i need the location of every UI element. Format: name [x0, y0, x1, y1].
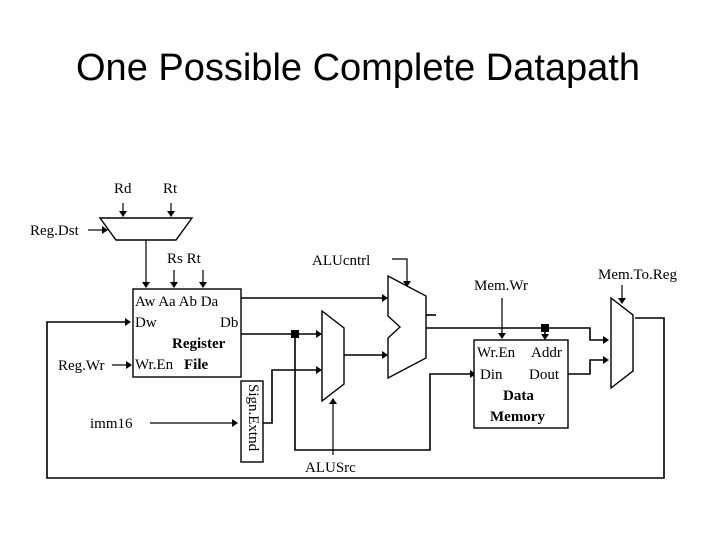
aluctrl-label: ALUcntrl	[312, 253, 370, 269]
regwr-label: Reg.Wr	[58, 358, 104, 374]
sign-extend-box	[240, 380, 264, 463]
register-file	[132, 288, 242, 378]
register-name1: Register	[172, 336, 226, 352]
alusrc-control-arrow	[329, 398, 337, 455]
writeback-wire	[46, 317, 665, 479]
din-arrow	[470, 370, 476, 378]
din-wire	[294, 334, 472, 451]
memwr-label: Mem.Wr	[474, 278, 528, 294]
alu	[387, 274, 427, 380]
memory-din-label: Din	[480, 367, 503, 383]
rt-input-arrow	[167, 203, 175, 217]
dout-arrow	[603, 356, 609, 364]
memory-name2: Memory	[490, 409, 545, 425]
page-title: One Possible Complete Datapath	[76, 47, 640, 89]
alusrc-label: ALUSrc	[305, 460, 356, 476]
memory-name1: Data	[503, 388, 534, 404]
imm16-label: imm16	[90, 416, 133, 432]
regdst-mux	[98, 217, 194, 241]
regwr-control-arrow	[112, 361, 132, 369]
memtoreg-control-arrow	[618, 285, 626, 304]
register-dw-label: Dw	[135, 315, 157, 331]
dout-wire	[568, 359, 605, 375]
aluctrl-arrow	[392, 258, 411, 287]
alu-result-arrow	[603, 336, 609, 344]
register-name2: File	[184, 357, 208, 373]
memtoreg-mux	[610, 296, 634, 390]
aa-input-arrow	[170, 270, 178, 288]
alusrc-mux	[321, 309, 345, 403]
register-wren-label: Wr.En	[135, 357, 174, 373]
rt-label-top: Rt	[163, 181, 178, 197]
regdst-label: Reg.Dst	[30, 223, 80, 239]
alu-result-tap-dot	[541, 324, 549, 332]
signext-output-arrow	[316, 366, 322, 374]
rs-rt-label: Rs Rt	[167, 251, 202, 267]
aw-input-arrow	[142, 260, 150, 288]
memtoreg-label: Mem.To.Reg	[598, 267, 677, 283]
sign-extend-label: Sign.Extnd	[245, 384, 261, 452]
regdst-control-arrow	[88, 226, 108, 234]
memory-dout-label: Dout	[529, 367, 560, 383]
memory-addr-label: Addr	[531, 345, 562, 361]
imm16-input-arrow	[150, 419, 238, 427]
addr-arrow	[541, 334, 549, 340]
rd-input-arrow	[119, 203, 127, 217]
register-ports-line1: Aw Aa Ab Da	[135, 294, 219, 310]
register-db-label: Db	[220, 315, 238, 331]
writeback-arrow	[125, 318, 131, 326]
da-arrow	[382, 294, 388, 302]
alu-result-wire	[426, 327, 605, 341]
db-arrow	[316, 330, 322, 338]
alusrc-output-arrow	[382, 351, 388, 359]
signext-output-wire	[263, 369, 318, 424]
ab-input-arrow	[199, 270, 207, 288]
rd-label: Rd	[114, 181, 132, 197]
memory-wren-label: Wr.En	[477, 345, 516, 361]
data-memory	[473, 339, 569, 429]
memwr-control-arrow	[498, 298, 506, 339]
